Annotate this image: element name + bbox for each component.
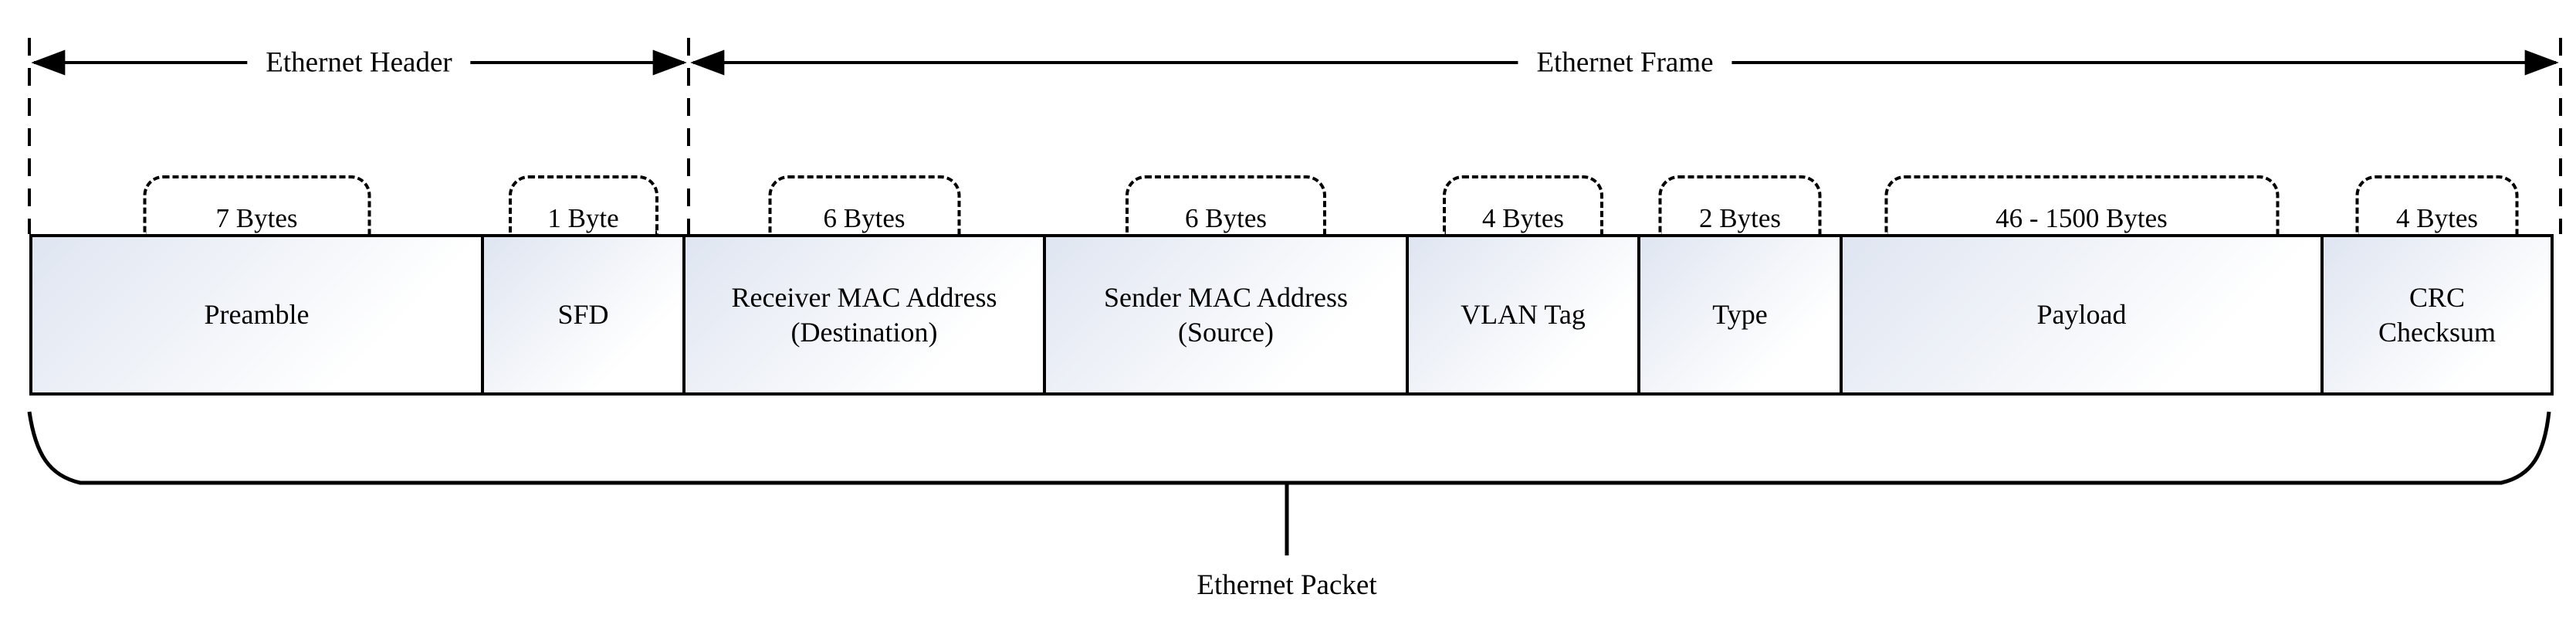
ethernet-frame-span-label: Ethernet Frame bbox=[1518, 48, 1732, 77]
field-size-callout: 4 Bytes bbox=[1443, 175, 1603, 234]
field-box: Receiver MAC Address (Destination) bbox=[682, 234, 1046, 396]
field-box: CRC Checksum bbox=[2320, 234, 2554, 396]
ethernet-header-span-label: Ethernet Header bbox=[247, 48, 471, 77]
field-box: Sender MAC Address (Source) bbox=[1043, 234, 1409, 396]
field-size-callout: 1 Byte bbox=[508, 175, 658, 234]
field-size-callout: 6 Bytes bbox=[1126, 175, 1326, 234]
field-box: Preamble bbox=[29, 234, 484, 396]
ethernet-packet-label: Ethernet Packet bbox=[1197, 569, 1377, 601]
field-size-callout: 4 Bytes bbox=[2355, 175, 2519, 234]
field-size-callout: 6 Bytes bbox=[768, 175, 960, 234]
field-box: SFD bbox=[481, 234, 685, 396]
field-size-callout: 7 Bytes bbox=[143, 175, 371, 234]
ethernet-packet-brace bbox=[27, 411, 2551, 485]
field-box: Type bbox=[1637, 234, 1843, 396]
field-box: VLAN Tag bbox=[1406, 234, 1640, 396]
field-size-callout: 46 - 1500 Bytes bbox=[1884, 175, 2279, 234]
field-size-callout: 2 Bytes bbox=[1658, 175, 1822, 234]
field-box: Payload bbox=[1840, 234, 2324, 396]
